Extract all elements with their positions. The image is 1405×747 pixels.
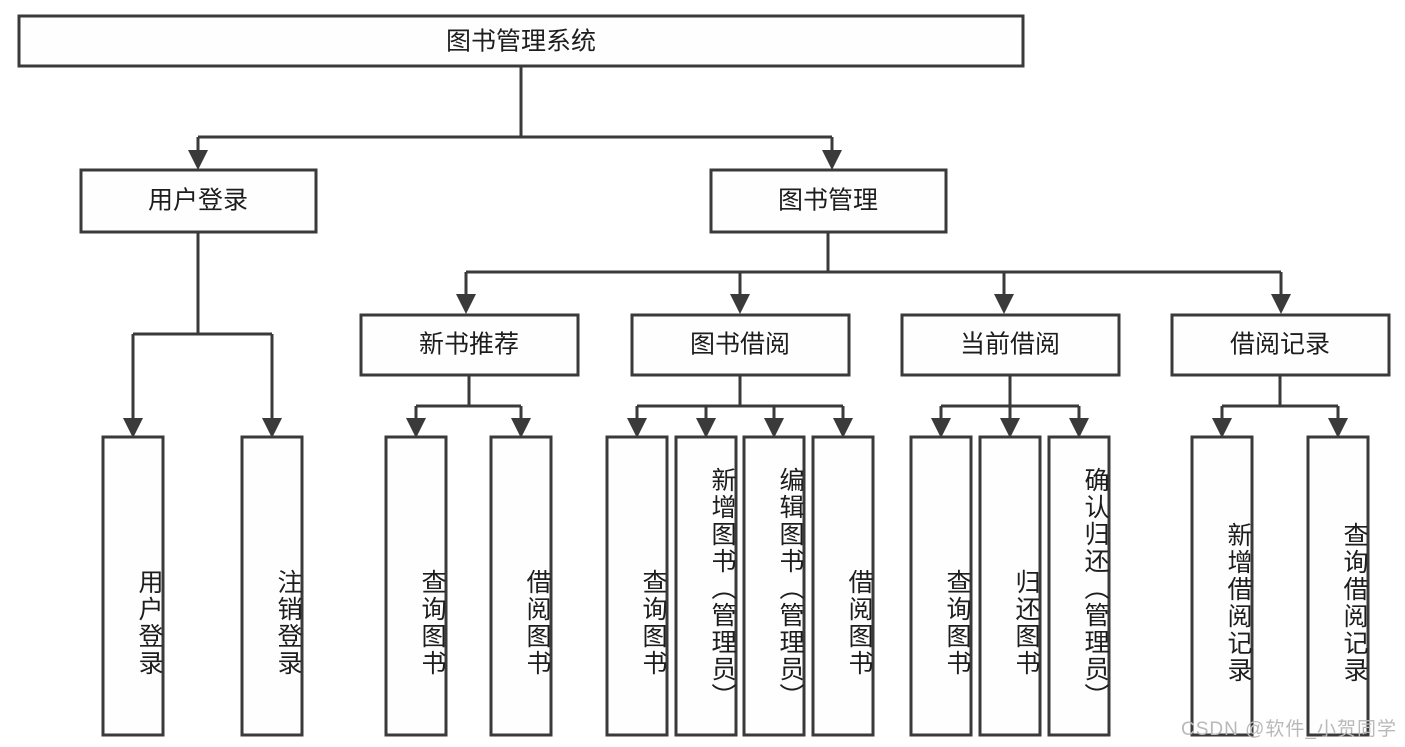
- node-current-borrow-label: 当前借阅: [960, 331, 1060, 359]
- node-borrow-record-label: 借阅记录: [1230, 331, 1330, 359]
- node-book-borrow-label: 图书借阅: [690, 331, 790, 359]
- connector-userlogin-to-leaves: [123, 232, 282, 438]
- watermark-text: CSDN @软件_小贺同学: [1181, 719, 1397, 740]
- leaf-node-new-book-2[interactable]: [489, 435, 553, 737]
- node-book-borrow[interactable]: 图书借阅: [630, 313, 851, 377]
- node-user-login[interactable]: 用户登录: [79, 168, 318, 234]
- node-new-book-recommend[interactable]: 新书推荐: [359, 313, 580, 377]
- leaf-node-book-borrow-4[interactable]: [811, 435, 875, 737]
- leaf-node-current-borrow-2[interactable]: [978, 435, 1042, 737]
- connector-newbook-to-leaves: [406, 375, 531, 438]
- node-book-management-label: 图书管理: [778, 187, 878, 215]
- leaf-node-current-borrow-3[interactable]: [1047, 435, 1111, 737]
- connector-bookborrow-to-leaves: [627, 375, 853, 438]
- connector-bookmgmt-to-level3: [456, 232, 1291, 314]
- node-root-label: 图书管理系统: [446, 28, 596, 56]
- connector-currentborrow-to-leaves: [931, 375, 1089, 438]
- node-book-management[interactable]: 图书管理: [709, 168, 948, 234]
- node-root[interactable]: 图书管理系统: [17, 14, 1025, 68]
- node-user-login-label: 用户登录: [148, 187, 248, 215]
- leaf-node-current-borrow-1[interactable]: [909, 435, 973, 737]
- node-new-book-recommend-label: 新书推荐: [419, 331, 519, 359]
- leaf-node-new-book-1[interactable]: [384, 435, 448, 737]
- leaf-node-borrow-record-2[interactable]: [1306, 435, 1370, 737]
- node-current-borrow[interactable]: 当前借阅: [900, 313, 1121, 377]
- node-borrow-record[interactable]: 借阅记录: [1170, 313, 1391, 377]
- leaf-node-book-borrow-1[interactable]: [605, 435, 669, 737]
- leaf-node-book-borrow-2[interactable]: [674, 435, 738, 737]
- leaf-node-book-borrow-3[interactable]: [742, 435, 806, 737]
- leaf-node-user-login-2[interactable]: [240, 435, 304, 737]
- connector-borrowrecord-to-leaves: [1212, 375, 1348, 438]
- leaf-node-user-login-1[interactable]: [101, 435, 165, 737]
- connector-root-to-level2: [188, 66, 842, 170]
- leaf-node-borrow-record-1[interactable]: [1190, 435, 1254, 737]
